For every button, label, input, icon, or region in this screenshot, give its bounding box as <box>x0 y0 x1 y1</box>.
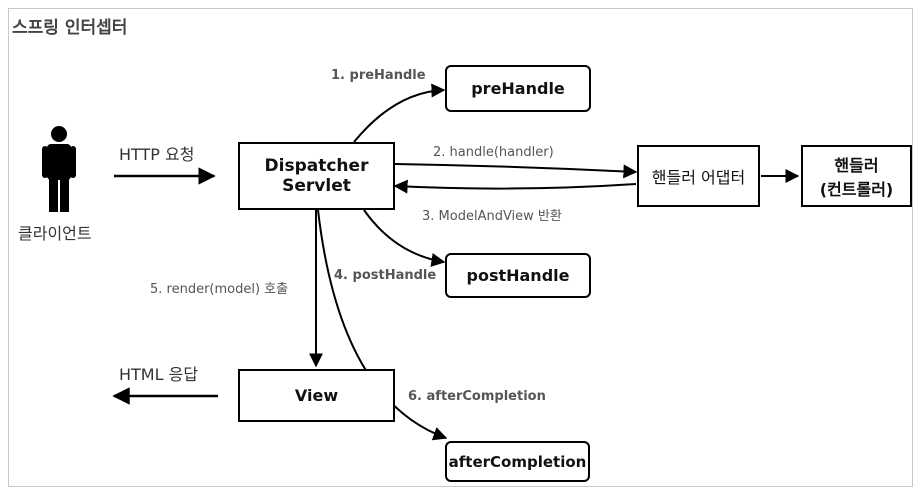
handler-controller-box: 핸들러 (컨트롤러) <box>801 145 912 207</box>
diagram-title: 스프링 인터셉터 <box>12 18 128 38</box>
diagram-frame <box>8 8 913 487</box>
posthandle-box: postHandle <box>445 253 591 298</box>
render-edge-label: 5. render(model) 호출 <box>150 282 289 297</box>
handler-line2: (컨트롤러) <box>819 180 894 199</box>
posthandle-edge-label: 4. postHandle <box>334 268 437 283</box>
client-person-icon <box>42 126 76 212</box>
html-response-label: HTML 응답 <box>119 365 199 384</box>
http-request-label: HTTP 요청 <box>119 145 195 164</box>
modelandview-edge <box>393 179 637 194</box>
aftercompletion-edge <box>317 209 448 441</box>
dispatcher-servlet-line1: Dispatcher <box>264 156 369 176</box>
dispatcher-servlet-box: Dispatcher Servlet <box>238 142 395 210</box>
prehandle-edge-label: 1. preHandle <box>331 68 426 83</box>
view-box: View <box>238 369 395 422</box>
dispatcher-servlet-line2: Servlet <box>282 176 351 196</box>
handle-edge <box>394 163 638 179</box>
handler-adapter-box: 핸들러 어댑터 <box>637 145 760 207</box>
handler-line1: 핸들러 <box>834 156 879 175</box>
handle-edge-label: 2. handle(handler) <box>433 145 554 160</box>
aftercompletion-box: afterCompletion <box>445 441 590 482</box>
client-label: 클라이언트 <box>18 224 92 243</box>
modelandview-edge-label: 3. ModelAndView 반환 <box>422 209 562 224</box>
aftercompletion-edge-label: 6. afterCompletion <box>408 389 546 404</box>
prehandle-box: preHandle <box>445 65 591 112</box>
posthandle-edge <box>363 209 446 267</box>
prehandle-edge <box>353 83 446 143</box>
